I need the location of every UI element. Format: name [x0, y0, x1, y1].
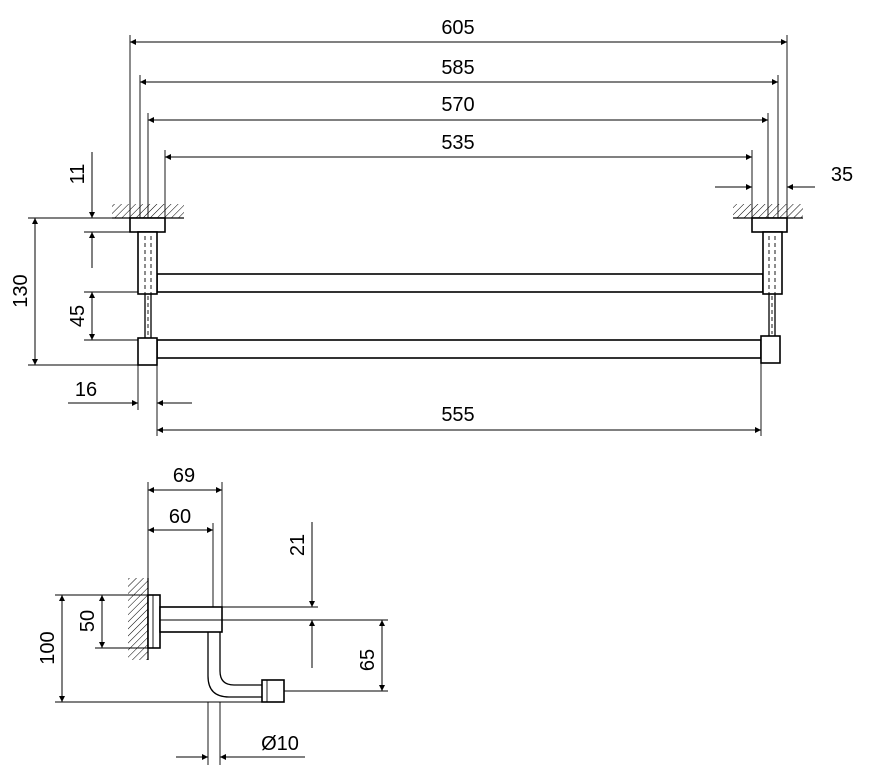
dim-drop-65: 65 [284, 619, 388, 692]
dim-overall-width: 605 [129, 17, 788, 218]
dimension-label: 65 [357, 649, 379, 671]
dimension-label: 130 [10, 274, 32, 307]
upper-rail [156, 273, 764, 293]
left-flange [129, 217, 166, 233]
bent-rod-inner [219, 632, 262, 686]
dim-rod-diameter: Ø10 [176, 702, 305, 765]
dimension-label: 555 [441, 404, 474, 426]
right-post [762, 231, 783, 295]
dim-rail-length: 555 [156, 358, 762, 436]
dim-rail-spacing: 45 [67, 291, 138, 341]
dimension-label: 35 [831, 164, 853, 186]
dim-inner-width: 535 [164, 132, 753, 218]
dim-570: 570 [147, 94, 769, 218]
left-bracket [129, 217, 166, 366]
right-flange [751, 217, 788, 233]
dimension-label: 605 [441, 17, 474, 39]
right-lower-block [760, 335, 781, 364]
bent-rod-outer [207, 632, 262, 698]
dimension-label: 585 [441, 57, 474, 79]
upper-arm [159, 606, 223, 633]
side-view: 69 60 21 50 100 [37, 465, 388, 765]
dimension-label: 50 [77, 610, 99, 632]
dimension-label: Ø10 [261, 733, 299, 755]
left-lower-block [137, 337, 158, 366]
dim-projection-69: 69 [147, 465, 223, 607]
dimension-label: 21 [287, 534, 309, 556]
dim-offset-21: 21 [222, 522, 318, 668]
left-post [137, 231, 158, 295]
dimension-label: 11 [67, 164, 89, 185]
dimension-label: 100 [37, 631, 59, 664]
side-flange [147, 594, 161, 649]
lower-rail [156, 339, 762, 359]
right-bracket [751, 217, 788, 364]
dimension-label: 60 [169, 506, 191, 528]
dimension-label: 535 [441, 132, 474, 154]
dim-flange-thickness: 11 [67, 152, 130, 268]
dimension-label: 45 [67, 305, 89, 327]
dim-585: 585 [139, 57, 779, 218]
dimension-label: 69 [173, 465, 195, 487]
bent-rod [207, 632, 285, 703]
dimension-label: 16 [75, 379, 97, 401]
dim-flange-height: 50 [55, 594, 148, 649]
upper-rail-arm [159, 606, 223, 633]
dim-flange-width: 35 [715, 164, 853, 190]
dimension-label: 570 [441, 94, 474, 116]
dim-overall-height: 130 [10, 217, 138, 366]
dim-post-width: 16 [68, 365, 192, 410]
dim-projection-60: 60 [148, 506, 214, 607]
dim-total-height: 100 [37, 595, 262, 703]
rod-end-cap [261, 679, 285, 703]
wall-hatch-side [128, 578, 148, 660]
front-view: 605 585 570 535 35 [10, 17, 853, 436]
